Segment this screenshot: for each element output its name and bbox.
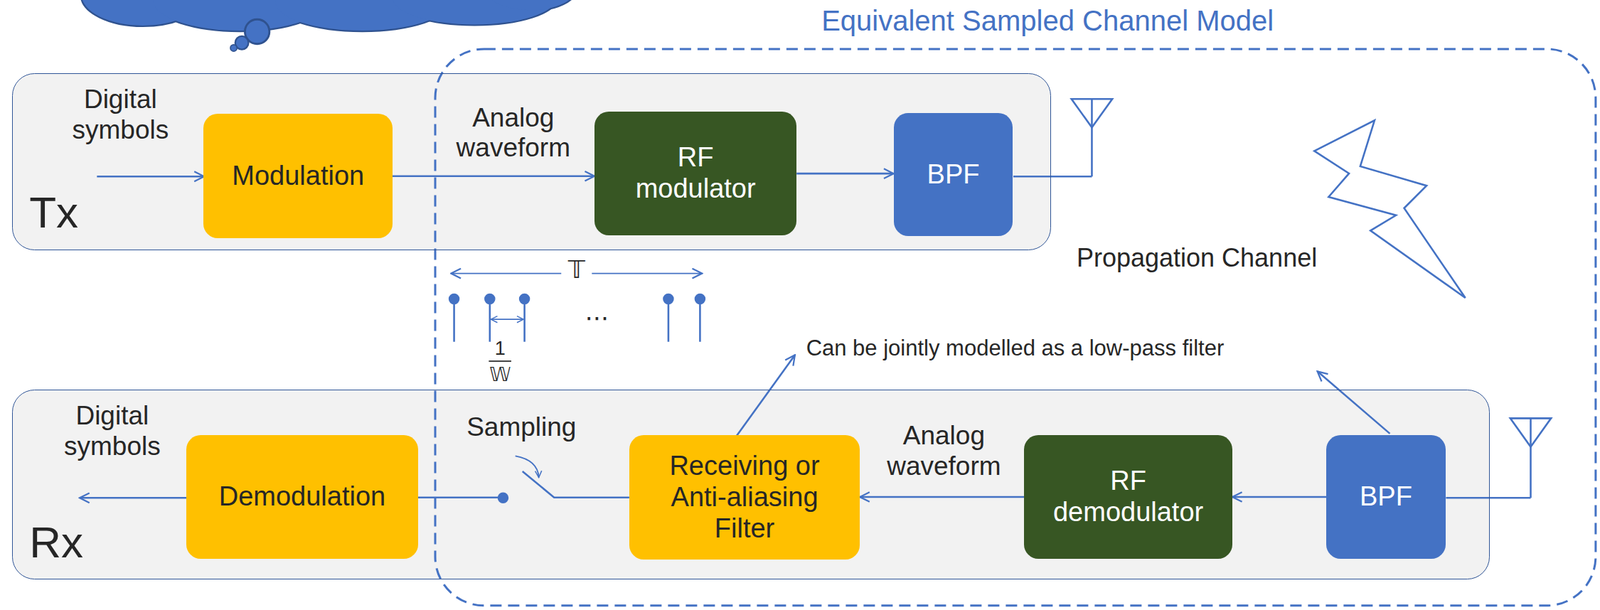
block-label: BPF <box>927 159 980 191</box>
block-label: Demodulation <box>219 481 386 513</box>
block-label: Modulation <box>231 160 365 192</box>
spacing-arrow <box>490 318 524 320</box>
sample-train <box>449 294 705 343</box>
thought-cloud <box>81 0 577 52</box>
panel-label: Rx <box>29 520 84 565</box>
output-arrow <box>79 497 188 500</box>
modulation-block: Modulation <box>203 113 392 239</box>
dashed-frame <box>435 49 1596 606</box>
fraction-bar <box>488 360 512 362</box>
illustration-group <box>79 0 1551 503</box>
rf-modulator-block: RF modulator <box>594 111 797 236</box>
panel-ground <box>12 389 1490 580</box>
annotation-note: Can be jointly modelled as a low-pass fi… <box>806 335 1225 362</box>
edge-label: Sampling <box>466 412 576 444</box>
receiver-panel: Rx Demodulation Receiving or Anti-aliasing… <box>12 389 1490 580</box>
edge-label: Analog waveform <box>456 103 571 164</box>
rx-antenna <box>1445 418 1551 498</box>
fraction-denominator: 𝕎 <box>489 363 511 386</box>
signal-connector <box>859 496 1024 499</box>
block-label: RF demodulator <box>1053 465 1204 528</box>
signal-connector <box>418 471 630 498</box>
panel-label: Tx <box>29 190 79 235</box>
leader-line <box>736 354 796 436</box>
input-arrow <box>96 175 205 178</box>
block-label: RF modulator <box>635 142 756 205</box>
edge-label: Analog waveform <box>886 420 1001 482</box>
signal-connector <box>796 172 894 175</box>
bandpass-filter: BPF <box>893 113 1014 237</box>
tx-antenna <box>1013 98 1113 177</box>
block-label: BPF <box>1359 481 1413 513</box>
signal-connector <box>1232 496 1327 499</box>
lightning-bolt <box>1314 120 1465 298</box>
demodulation-block: Demodulation <box>186 435 419 559</box>
ellipsis: ⋯ <box>584 304 609 333</box>
duration-symbol: 𝕋 <box>568 256 586 284</box>
fraction-numerator: 1 <box>494 337 506 360</box>
leader-line <box>1317 371 1391 434</box>
block-label: Receiving or Anti-aliasing Filter <box>659 450 830 544</box>
io-label: Digital symbols <box>71 84 169 146</box>
signal-connector <box>392 174 595 178</box>
panel-ground <box>12 73 1052 250</box>
region-heading: Equivalent Sampled Channel Model <box>821 4 1274 37</box>
channel-label: Propagation Channel <box>1076 243 1317 273</box>
anti-aliasing-filter: Receiving or Anti-aliasing Filter <box>629 435 860 560</box>
bandpass-filter: BPF <box>1326 435 1446 559</box>
rf-demodulator-block: RF demodulator <box>1024 435 1233 559</box>
io-label: Digital symbols <box>64 401 161 462</box>
